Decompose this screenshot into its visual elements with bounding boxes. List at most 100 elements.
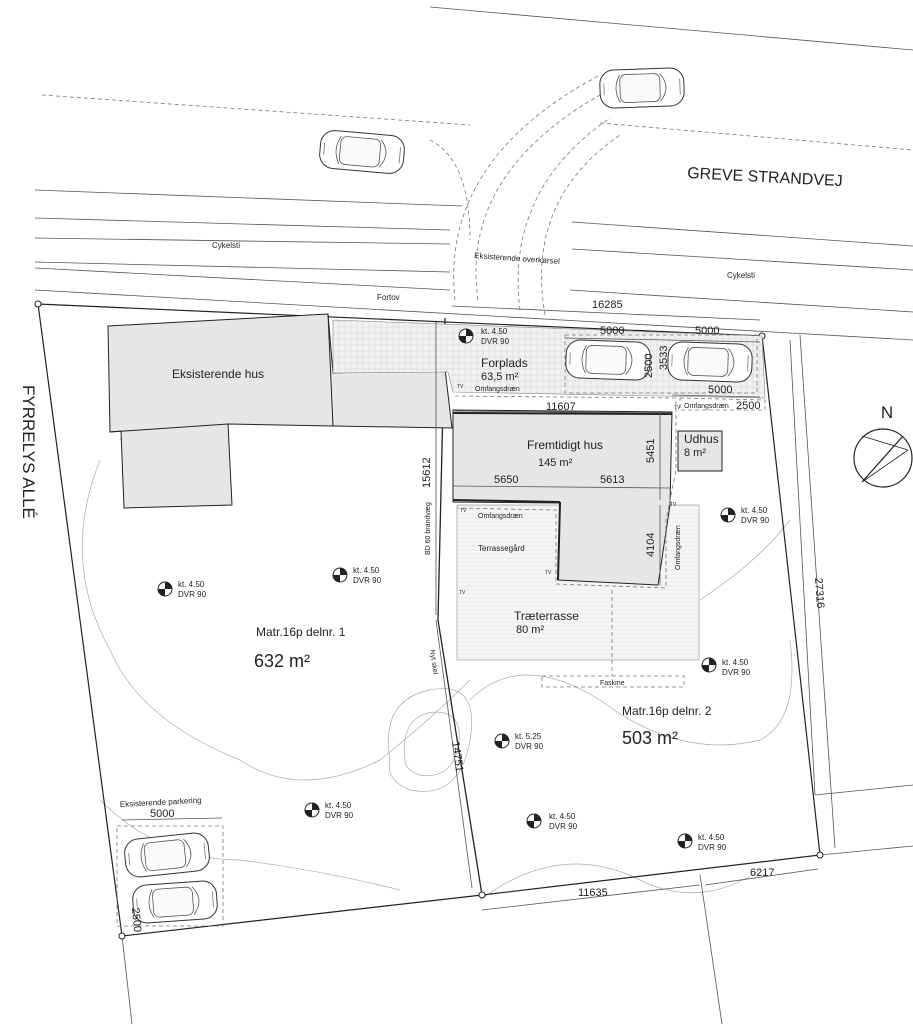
- car-on-road: [318, 128, 406, 176]
- small-mark: TV: [670, 502, 677, 508]
- existing-parking-bay: [116, 825, 224, 927]
- small-mark: TV: [674, 405, 681, 411]
- dimension-label: 16285: [592, 299, 623, 311]
- level-kt: kt. 4.50: [481, 327, 508, 336]
- level-kt: kt. 4.50: [549, 812, 576, 821]
- dimension-label: 27316: [812, 577, 826, 608]
- level-kt: kt. 4.50: [698, 833, 725, 842]
- future-house-label: Fremtidigt hus: [527, 438, 603, 452]
- shed: [677, 430, 723, 472]
- boundary-point: [816, 851, 824, 859]
- level-dvr: DVR 90: [353, 576, 382, 585]
- dimension-label: 5613: [600, 474, 624, 486]
- north-label: N: [881, 403, 893, 422]
- road-edge-line: [429, 6, 913, 51]
- car-parked: [122, 831, 212, 879]
- septic-label: Faskine: [600, 680, 625, 687]
- dimension-label: 2500: [129, 907, 143, 932]
- bike-path-line: [571, 248, 913, 271]
- driveway-curve: [541, 134, 621, 316]
- neighbor-line: [789, 339, 816, 796]
- driveway-curve: [475, 94, 601, 301]
- new-boundary-label: Nyt skel: [428, 649, 438, 675]
- boundary-point: [118, 932, 126, 940]
- sidewalk-line: [569, 289, 913, 313]
- dimension-label: 5000: [600, 325, 624, 337]
- plot2-name: Matr.16p delnr. 2: [622, 704, 712, 718]
- neighbor-line: [814, 784, 913, 796]
- level-marker-icon: [494, 733, 510, 749]
- driveway-curve: [429, 139, 471, 241]
- bike-path-label: Cykelsti: [212, 241, 240, 250]
- sidewalk-line: [34, 267, 451, 291]
- dimension-label: 6217: [750, 867, 774, 879]
- existing-house-label: Eksisterende hus: [172, 367, 264, 381]
- dimension-label: 3533: [658, 346, 670, 370]
- road-center-line: [41, 94, 471, 126]
- level-marker-icon: [701, 657, 717, 673]
- car-parked: [131, 879, 219, 925]
- level-marker-icon: [526, 813, 542, 829]
- dimension-label: 14751: [449, 741, 465, 773]
- road-lines: [34, 6, 913, 341]
- forecourt-area: 63,5 m²: [481, 371, 519, 383]
- side-road-name: FYRRELYS ALLÉ: [19, 385, 38, 519]
- neighbor-line: [699, 874, 723, 1024]
- dimension-label: 15612: [421, 457, 433, 488]
- level-kt: kt. 4.50: [353, 566, 380, 575]
- level-marker-icon: [458, 328, 474, 344]
- road-center-line: [599, 122, 913, 151]
- dimension-label: 4104: [645, 533, 657, 557]
- drain-label: Omfangsdræn: [478, 513, 523, 520]
- drain-label: Omfangsdræn: [475, 386, 520, 393]
- small-mark: TV: [457, 384, 464, 390]
- road-name: GREVE STRANDVEJ: [687, 165, 843, 190]
- drain-label: Omfangsdræn: [684, 403, 729, 410]
- level-marker-icon: [304, 802, 320, 818]
- car-parked: [666, 341, 754, 383]
- level-dvr: DVR 90: [325, 811, 354, 820]
- level-dvr: DVR 90: [178, 590, 207, 599]
- property-front-line: [34, 289, 913, 341]
- north-arrow: N: [853, 403, 913, 488]
- dimension-label: 5000: [150, 808, 174, 820]
- terrace-area: 80 m²: [516, 624, 544, 636]
- shed-area: 8 m²: [684, 447, 706, 459]
- dimension-label: 2500: [643, 354, 655, 378]
- dimension-label: 11635: [578, 887, 608, 899]
- level-kt: kt. 4.50: [178, 580, 205, 589]
- plot-outline: [37, 303, 821, 937]
- dimension-label: 5451: [645, 439, 657, 463]
- level-dvr: DVR 90: [515, 742, 544, 751]
- level-kt: kt. 4.50: [741, 506, 768, 515]
- forecourt-label: Forplads: [481, 356, 528, 370]
- small-mark: TV: [545, 570, 552, 576]
- boundary-point: [478, 891, 486, 899]
- level-kt: kt. 4.50: [325, 801, 352, 810]
- shed-label: Udhus: [684, 432, 719, 446]
- terrace-yard-label: Terrassegård: [478, 544, 525, 553]
- driveway-curve: [453, 74, 601, 301]
- bike-path-line: [34, 217, 451, 231]
- future-house: [452, 409, 673, 586]
- level-kt: kt. 5.25: [515, 732, 542, 741]
- future-house-area: 145 m²: [538, 457, 573, 469]
- septic-box: [541, 675, 685, 688]
- level-kt: kt. 4.50: [722, 658, 749, 667]
- dimension-label: 5000: [708, 384, 732, 396]
- level-dvr: DVR 90: [741, 516, 770, 525]
- car-parked: [564, 339, 652, 381]
- plot1-name: Matr.16p delnr. 1: [256, 625, 346, 639]
- dimension-label: 2500: [736, 400, 760, 412]
- fire-wall-label: BD 60 brandvæg: [425, 502, 432, 555]
- labels: GREVE STRANDVEJ FYRRELYS ALLÉ Cykelsti C…: [19, 165, 843, 933]
- terrace-label: Træterrasse: [514, 609, 579, 623]
- existing-parking-label: Eksisterende parkering: [120, 796, 202, 809]
- level-marker-icon: [677, 833, 693, 849]
- driveway-label: Eksisterende overkørsel: [474, 251, 560, 266]
- dimension-lines: [121, 305, 836, 911]
- neighbor-line: [819, 845, 913, 856]
- sidewalk-label: Fortov: [377, 293, 400, 302]
- level-dvr: DVR 90: [698, 843, 727, 852]
